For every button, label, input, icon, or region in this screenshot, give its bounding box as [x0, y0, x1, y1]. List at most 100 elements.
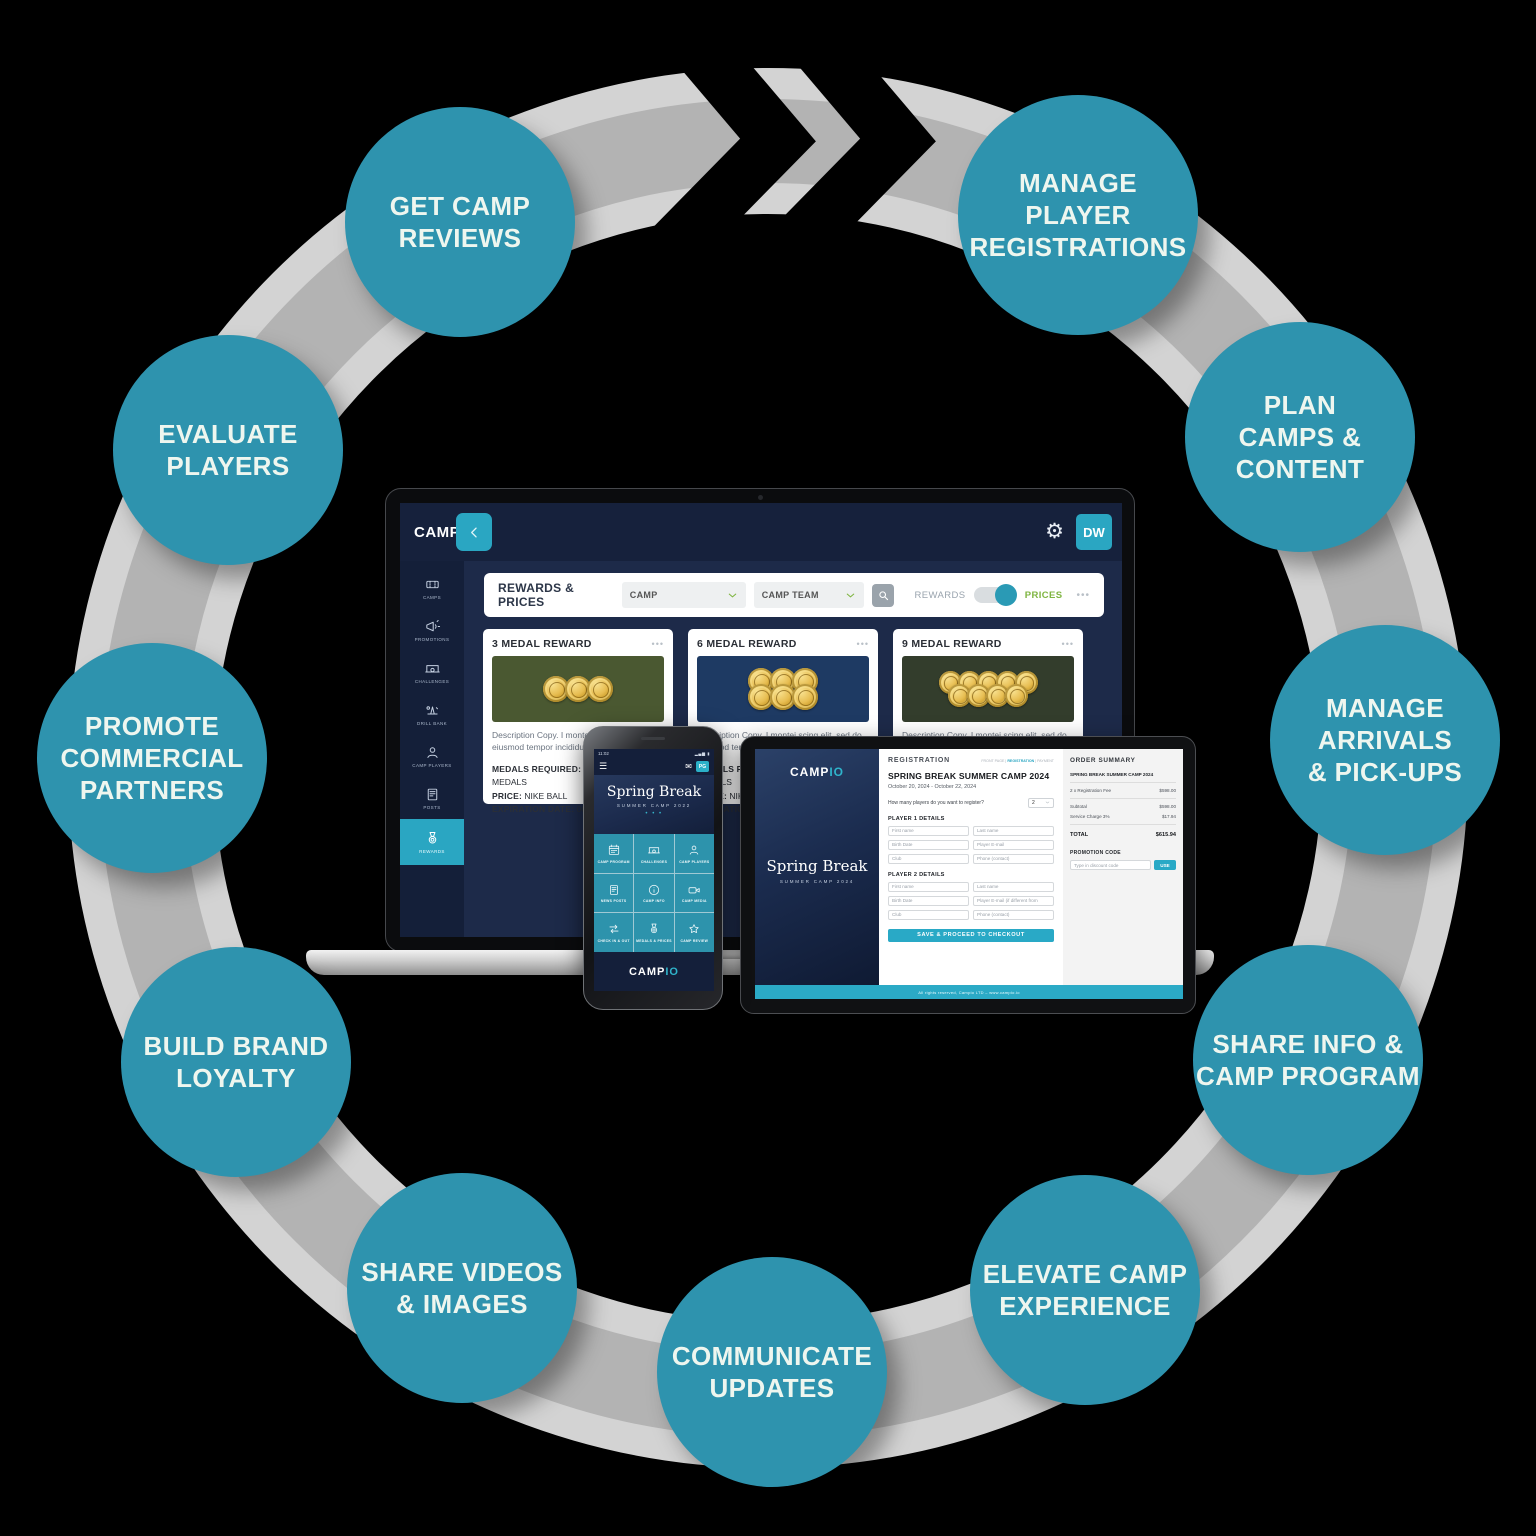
card-title: 3 MEDAL REWARD — [492, 638, 592, 650]
p2-email-input[interactable] — [973, 895, 1054, 906]
p1-phone-input[interactable] — [973, 853, 1054, 864]
page-title: REWARDS & PRICES — [498, 581, 575, 609]
back-button[interactable] — [456, 513, 492, 551]
camp-team-filter-dropdown[interactable]: CAMP TEAM — [753, 582, 864, 608]
tile-camp-players[interactable]: CAMP PLAYERS — [674, 834, 714, 873]
medal-image-panel — [697, 656, 869, 722]
camp-title: SPRING BREAK SUMMER CAMP 2024 — [888, 771, 1050, 781]
chevron-down-icon — [1045, 800, 1050, 805]
player-icon — [687, 843, 701, 857]
rewards-toolbar: REWARDS & PRICES CAMP CAMP TEAM REWARDS … — [484, 573, 1104, 617]
tile-camp-review[interactable]: CAMP REVIEW — [674, 913, 714, 952]
cone-icon — [424, 702, 441, 719]
p2-first-name-input[interactable] — [888, 881, 969, 892]
posts-icon — [424, 786, 441, 803]
player2-heading: PLAYER 2 DETAILS — [888, 871, 945, 878]
phone-menu-grid: CAMP PROGRAM CHALLENGES CAMP PLAYERS NEW… — [594, 834, 714, 952]
card-menu-dots[interactable]: ••• — [1061, 639, 1074, 649]
p2-last-name-input[interactable] — [973, 881, 1054, 892]
campio-logo: CAMPIO — [789, 765, 844, 779]
gold-medal — [748, 684, 774, 710]
cycle-step-get-camp-reviews: GET CAMP REVIEWS — [345, 107, 575, 337]
settings-gear-icon[interactable]: ⚙ — [1045, 519, 1064, 543]
toolbar-menu-dots[interactable]: ••• — [1076, 589, 1090, 601]
sidebar-item-camp-players[interactable]: CAMP PLAYERS — [400, 735, 464, 777]
cycle-step-communicate-updates: COMMUNICATE UPDATES — [657, 1257, 887, 1487]
save-proceed-checkout-button[interactable]: SAVE & PROCEED TO CHECKOUT — [888, 928, 1054, 942]
p2-birth-date-input[interactable] — [888, 895, 969, 906]
tile-camp-program[interactable]: CAMP PROGRAM — [594, 834, 634, 873]
messages-icon[interactable]: ✉ — [685, 762, 692, 771]
cycle-step-evaluate-players: EVALUATE PLAYERS — [113, 335, 343, 565]
cycle-step-share-info-camp-program: SHARE INFO & CAMP PROGRAM — [1193, 945, 1423, 1175]
sidebar-item-rewards-active[interactable]: REWARDS — [400, 819, 464, 865]
p1-email-input[interactable] — [973, 839, 1054, 850]
promo-code-input[interactable] — [1070, 860, 1151, 870]
tile-camp-media[interactable]: CAMP MEDIA — [674, 873, 714, 913]
gold-medal — [543, 676, 569, 702]
card-menu-dots[interactable]: ••• — [651, 639, 664, 649]
promo-use-button[interactable]: USE — [1154, 860, 1176, 870]
toggle-label-prices: PRICES — [1024, 589, 1063, 601]
players-count-select[interactable]: 2 — [1028, 797, 1054, 808]
promo-heading: PROMOTION CODE — [1070, 850, 1121, 856]
dashboard-topbar: CAMPIO ⚙ DW — [400, 503, 1122, 561]
dashboard-sidebar: CAMPS PROMOTIONS CHALLENGES DRILL BANK C… — [400, 561, 464, 937]
news-icon — [607, 883, 621, 897]
signal-battery-icons: ▂▄▆ ▮ — [694, 751, 710, 756]
breadcrumb-registration: REGISTRATION — [1007, 759, 1035, 763]
sidebar-item-drill-bank[interactable]: DRILL BANK — [400, 693, 464, 735]
card-menu-dots[interactable]: ••• — [856, 639, 869, 649]
cycle-step-manage-arrivals-pickups: MANAGE ARRIVALS & PICK-UPS — [1270, 625, 1500, 855]
goal-icon — [647, 843, 661, 857]
sidebar-item-promotions[interactable]: PROMOTIONS — [400, 609, 464, 651]
tile-check-in-out[interactable]: CHECK IN & OUT — [594, 913, 634, 952]
medal-icon — [647, 922, 661, 936]
breadcrumb-payment[interactable]: PAYMENT — [1037, 759, 1054, 763]
carousel-dots[interactable]: • • • — [645, 811, 663, 817]
p1-club-input[interactable] — [888, 853, 969, 864]
tile-camp-info[interactable]: CAMP INFO — [634, 873, 674, 913]
hamburger-menu-icon[interactable]: ☰ — [599, 761, 608, 772]
breadcrumb-front-page[interactable]: FRONT PAGE — [981, 759, 1005, 763]
phone-status-bar: 11:02▂▄▆ ▮ — [598, 751, 710, 756]
p2-phone-input[interactable] — [973, 909, 1054, 920]
p2-club-input[interactable] — [888, 909, 969, 920]
chevron-down-icon — [727, 590, 738, 601]
medal-image-panel — [492, 656, 664, 722]
chevron-down-icon — [845, 590, 856, 601]
video-camera-icon — [687, 883, 701, 897]
rewards-prices-toggle[interactable] — [973, 584, 1017, 606]
user-avatar[interactable]: DW — [1076, 514, 1112, 550]
p1-birth-date-input[interactable] — [888, 839, 969, 850]
p1-last-name-input[interactable] — [973, 825, 1054, 836]
camp-hero-title: Spring Break — [606, 784, 702, 800]
player1-heading: PLAYER 1 DETAILS — [888, 815, 945, 822]
arrows-icon — [607, 922, 621, 936]
p1-first-name-input[interactable] — [888, 825, 969, 836]
sidebar-item-posts[interactable]: POSTS — [400, 777, 464, 819]
phone-footer: CAMPIO — [594, 952, 714, 991]
cycle-step-share-videos-images: SHARE VIDEOS & IMAGES — [347, 1173, 577, 1403]
profile-badge[interactable]: PG — [696, 761, 709, 772]
cycle-step-plan-camps-content: PLAN CAMPS & CONTENT — [1185, 322, 1415, 552]
ticket-icon — [424, 576, 441, 593]
card-title: 6 MEDAL REWARD — [697, 638, 797, 650]
camp-filter-dropdown[interactable]: CAMP — [621, 582, 746, 608]
players-question: How many players do you want to register… — [888, 799, 984, 806]
summary-fee-row: 2 x Registration Fee$598.00 — [1070, 788, 1176, 793]
phone-earpiece — [641, 737, 665, 740]
search-button[interactable] — [871, 583, 895, 607]
camp-dates: October 20, 2024 - October 22, 2024 — [888, 783, 977, 790]
search-icon — [877, 589, 890, 602]
calendar-icon — [607, 843, 621, 857]
sidebar-item-camps[interactable]: CAMPS — [400, 567, 464, 609]
ring-break-chevron-left — [654, 15, 816, 266]
gold-medal — [1005, 684, 1028, 707]
sidebar-item-challenges[interactable]: CHALLENGES — [400, 651, 464, 693]
tile-news-posts[interactable]: NEWS POSTS — [594, 873, 634, 913]
goal-icon — [424, 660, 441, 677]
order-summary-heading: ORDER SUMMARY — [1070, 757, 1136, 764]
tile-medals-prices[interactable]: MEDALS & PRICES — [634, 913, 674, 952]
tile-challenges[interactable]: CHALLENGES — [634, 834, 674, 873]
